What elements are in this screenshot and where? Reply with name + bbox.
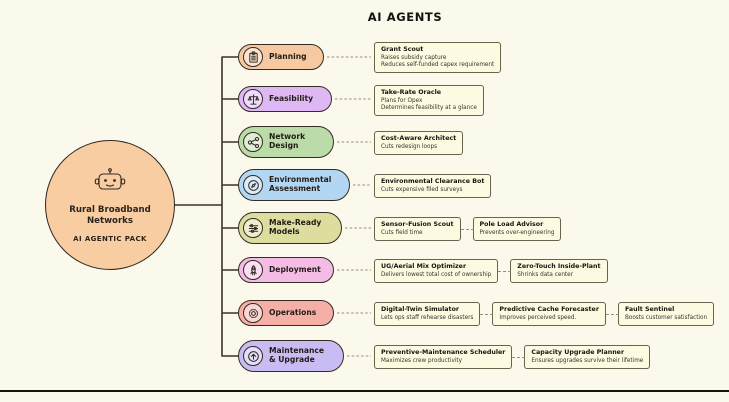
cards-row-planning: Grant Scout Raises subsidy capture Reduc…: [374, 42, 502, 74]
agent-card: Predictive Cache Forecaster Improves per…: [480, 302, 606, 326]
cards-row-deployment: UG/Aerial Mix Optimizer Delivers lowest …: [374, 259, 608, 283]
agent-benefit: Determines feasibility at a glance: [381, 104, 477, 111]
branch-label: Operations: [269, 307, 317, 317]
agent-benefit: Ensures upgrades survive their lifetime: [531, 357, 644, 364]
hub-subtitle: AI AGENTIC PACK: [73, 234, 147, 243]
agent-benefit: Cuts expensive filed surveys: [381, 186, 463, 193]
agent-card: Fault Sentinel Boosts customer satisfact…: [605, 302, 715, 326]
branch-label: Make-Ready Models: [269, 218, 322, 236]
agent-title: Sensor-Fusion Scout: [381, 221, 454, 228]
hub-node: Rural Broadband Networks AI AGENTIC PACK: [45, 140, 175, 270]
cards-row-make-ready: Sensor-Fusion Scout Cuts field time Pole…: [374, 217, 562, 241]
branch-environmental-assessment: Environmental Assessment: [238, 169, 350, 201]
agent-title: Capacity Upgrade Planner: [531, 349, 625, 356]
agent-title: UG/Aerial Mix Optimizer: [381, 263, 467, 270]
branch-label: Deployment: [269, 264, 321, 274]
agent-card: UG/Aerial Mix Optimizer Delivers lowest …: [374, 259, 499, 283]
rocket-icon: [243, 260, 263, 280]
bottom-border-line: [0, 390, 729, 392]
agent-title: Take-Rate Oracle: [381, 89, 442, 96]
branch-maintenance-upgrade: Maintenance & Upgrade: [238, 340, 344, 372]
agent-title: Digital-Twin Simulator: [381, 306, 459, 313]
cards-row-environmental: Environmental Clearance Bot Cuts expensi…: [374, 174, 492, 198]
agent-benefit: Reduces self-funded capex requirement: [381, 61, 495, 68]
branch-feasibility: Feasibility: [238, 86, 332, 112]
agent-benefit: Maximizes crew productivity: [381, 357, 463, 364]
agent-benefit: Plans for Opex: [381, 97, 423, 104]
branch-deployment: Deployment: [238, 257, 334, 283]
agent-benefit: Cuts redesign loops: [381, 143, 438, 150]
arrow-up-circle-icon: [243, 346, 263, 366]
agent-benefit: Shrinks data center: [517, 271, 574, 278]
branch-label: Maintenance & Upgrade: [269, 346, 325, 364]
compass-icon: [243, 175, 263, 195]
agent-title: Cost-Aware Architect: [381, 135, 457, 142]
agent-title: Fault Sentinel: [624, 306, 675, 313]
scale-icon: [243, 89, 263, 109]
agent-title: Environmental Clearance Bot: [381, 178, 485, 185]
gear-icon: [243, 303, 263, 323]
branch-make-ready-models: Make-Ready Models: [238, 212, 342, 244]
agent-benefit: Lets ops staff rehearse disasters: [381, 314, 474, 321]
agent-title: Zero-Touch Inside-Plant: [517, 263, 601, 270]
agent-card: Digital-Twin Simulator Lets ops staff re…: [374, 302, 481, 326]
cards-row-maintenance: Preventive-Maintenance Scheduler Maximiz…: [374, 345, 651, 369]
hub-title: Rural Broadband Networks: [69, 205, 151, 226]
branch-label: Planning: [269, 51, 307, 61]
branch-label: Feasibility: [269, 93, 314, 103]
agent-benefit: Raises subsidy capture: [381, 54, 447, 61]
agent-card: Preventive-Maintenance Scheduler Maximiz…: [374, 345, 513, 369]
cards-row-operations: Digital-Twin Simulator Lets ops staff re…: [374, 302, 715, 326]
branch-operations: Operations: [238, 300, 334, 326]
agent-card: Cost-Aware Architect Cuts redesign loops: [374, 131, 464, 155]
branch-planning: Planning: [238, 44, 324, 70]
agent-card: Grant Scout Raises subsidy capture Reduc…: [374, 42, 502, 74]
agent-benefit: Delivers lowest total cost of ownership: [381, 271, 492, 278]
cards-row-network-design: Cost-Aware Architect Cuts redesign loops: [374, 131, 464, 155]
robot-icon: [93, 167, 127, 201]
agent-benefit: Improves perceived speed.: [499, 314, 577, 321]
agent-benefit: Boosts customer satisfaction: [624, 314, 708, 321]
page-title: AI AGENTS: [367, 10, 443, 24]
network-nodes-icon: [243, 132, 263, 152]
cards-row-feasibility: Take-Rate Oracle Plans for Opex Determin…: [374, 85, 484, 117]
agent-title: Preventive-Maintenance Scheduler: [381, 349, 506, 356]
agent-card: Take-Rate Oracle Plans for Opex Determin…: [374, 85, 484, 117]
agent-card: Zero-Touch Inside-Plant Shrinks data cen…: [498, 259, 608, 283]
agent-card: Environmental Clearance Bot Cuts expensi…: [374, 174, 492, 198]
sliders-icon: [243, 218, 263, 238]
clipboard-icon: [243, 47, 263, 67]
agent-benefit: Prevents over-engineering: [479, 229, 555, 236]
agent-benefit: Cuts field time: [381, 229, 423, 236]
agent-title: Grant Scout: [381, 46, 424, 53]
agent-card: Capacity Upgrade Planner Ensures upgrade…: [512, 345, 651, 369]
agent-card: Pole Load Advisor Prevents over-engineer…: [460, 217, 562, 241]
branch-label: Network Design: [269, 132, 306, 150]
branch-network-design: Network Design: [238, 126, 334, 158]
agent-card: Sensor-Fusion Scout Cuts field time: [374, 217, 461, 241]
branch-label: Environmental Assessment: [269, 175, 332, 193]
agent-title: Predictive Cache Forecaster: [499, 306, 599, 313]
agent-title: Pole Load Advisor: [479, 221, 544, 228]
